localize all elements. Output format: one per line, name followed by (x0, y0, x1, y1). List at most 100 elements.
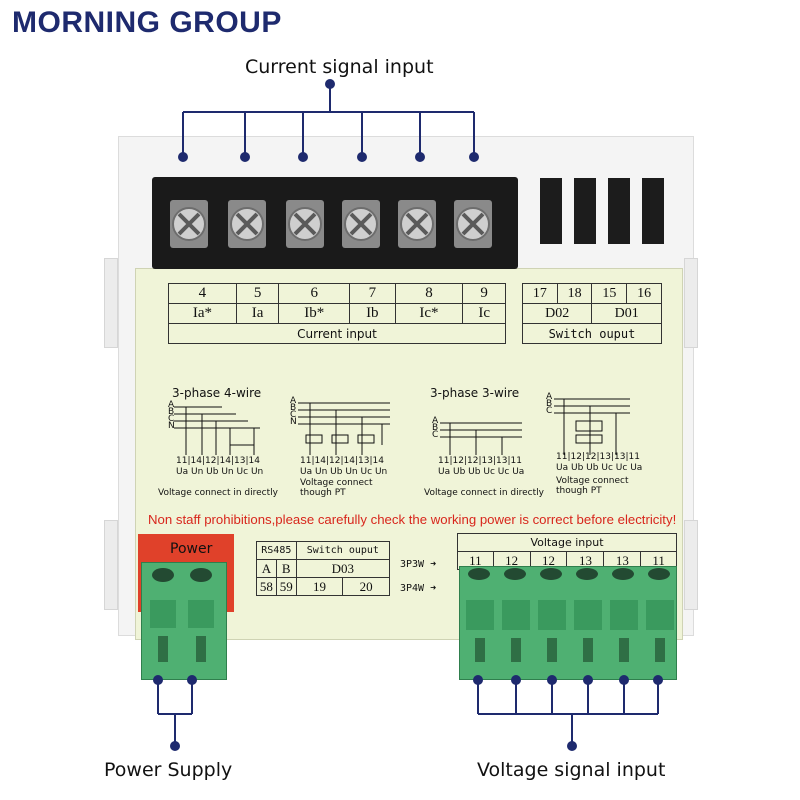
terminal-number: 16 (626, 283, 662, 304)
vent-slot (574, 178, 596, 244)
terminal-hole (540, 568, 562, 580)
terminal-number: 14 (190, 456, 202, 466)
terminal-number: 9 (462, 283, 506, 304)
diagram-phases: Ua Un Ub Un Uc Un (300, 467, 387, 477)
terminal-number: 13 (614, 452, 626, 462)
terminal-screw-icon (170, 200, 208, 248)
terminal-number: 12 (329, 456, 341, 466)
housing-clip-right-bottom (684, 520, 698, 610)
line-label: C (290, 410, 297, 420)
terminal-slot (646, 600, 674, 630)
phase-label: Uc (360, 467, 373, 477)
terminal-slot (466, 600, 494, 630)
terminal-number: 11 (628, 452, 640, 462)
terminal-screw (511, 638, 521, 662)
terminal-screw (196, 636, 206, 662)
phase-label: Un (345, 467, 358, 477)
housing-clip-left-top (104, 258, 118, 348)
terminal-screw (583, 638, 593, 662)
terminal-screw-icon (286, 200, 324, 248)
diagram-phases: Ua Ub Ub Uc Uc Ua (556, 463, 642, 473)
phase-label: Ub (452, 467, 466, 477)
terminal-label: Ia (235, 303, 280, 324)
diagram-phases: Ua Un Ub Un Uc Un (176, 467, 263, 477)
line-label: N (168, 421, 175, 431)
terminal-number: 13 (234, 456, 246, 466)
terminal-number: 8 (394, 283, 464, 304)
terminal-hole (612, 568, 634, 580)
terminal-number: 59 (275, 577, 297, 596)
terminal-number: 13 (358, 456, 370, 466)
phase-label: Uc (497, 467, 510, 477)
terminal-number: 13 (603, 551, 642, 570)
terminal-number: 4 (168, 283, 237, 304)
terminal-number: 14 (248, 456, 260, 466)
phase-label: Uc (601, 463, 613, 473)
line-label: B (432, 423, 439, 433)
line-label: C (168, 414, 175, 424)
diagram-terminals: 11|14|12|14|13|14 (300, 456, 384, 466)
terminal-number: 18 (556, 283, 593, 304)
diagram-terminals: 11|12|12|13|13|11 (438, 456, 522, 466)
phase-label: Ua (512, 467, 525, 477)
terminal-label: Ia* (168, 303, 237, 324)
phase-label: Un (250, 467, 264, 477)
brand-logo: MORNING GROUP (12, 6, 282, 39)
wiring-label-3p3w: 3P3W ➜ (400, 559, 436, 570)
line-label: A (168, 400, 175, 410)
terminal-number: 15 (591, 283, 628, 304)
terminal-screw-icon (398, 200, 436, 248)
phase-label: Ua (556, 463, 569, 473)
terminal-slot (150, 600, 176, 628)
diagram-title-4wire: 3-phase 4-wire (172, 386, 262, 400)
terminal-number: 7 (349, 283, 396, 304)
phase-label: Uc (236, 467, 249, 477)
phase-label: Ua (176, 467, 189, 477)
table-caption: Voltage input (457, 533, 677, 552)
line-label: B (168, 407, 175, 417)
terminal-number: 14 (314, 456, 326, 466)
power-supply-callout: Power Supply (104, 759, 233, 781)
terminal-number: 11 (438, 456, 450, 466)
terminal-number: 17 (522, 283, 558, 304)
terminal-label: Ic (462, 303, 506, 324)
line-label: A (546, 392, 553, 402)
phase-label: Un (221, 467, 234, 477)
terminal-number: 11 (556, 452, 568, 462)
table-header: Switch ouput (295, 541, 391, 560)
terminal-number: 12 (467, 456, 479, 466)
terminal-number: 6 (278, 283, 351, 304)
terminal-number: 19 (295, 577, 344, 596)
terminal-screw (655, 638, 665, 662)
diagram-caption: Voltage connect in directly (158, 488, 278, 498)
terminal-number: 12 (570, 452, 582, 462)
terminal-screw (547, 638, 557, 662)
terminal-hole (648, 568, 670, 580)
line-label: A (432, 416, 439, 426)
terminal-slot (610, 600, 638, 630)
phase-label: Ua (630, 463, 643, 473)
terminal-label: Ic* (394, 303, 464, 324)
wiring-diagram (174, 398, 630, 455)
terminal-label: A (256, 559, 277, 578)
phase-label: Ub (468, 467, 481, 477)
voltage-input-table: Voltage input 11 12 12 13 13 11 (457, 533, 677, 570)
terminal-screw (619, 638, 629, 662)
terminal-number: 12 (585, 452, 597, 462)
line-label: B (290, 403, 297, 413)
phase-label: Ua (438, 467, 451, 477)
diagram-caption: Voltage connect in directly (424, 488, 544, 498)
diagram-terminals: 11|14|12|14|13|14 (176, 456, 260, 466)
wiring-label: 3P4W (400, 583, 425, 594)
current-signal-callout: Current signal input (245, 56, 434, 78)
phase-label: Uc (483, 467, 495, 477)
vent-slot (540, 178, 562, 244)
terminal-number: 58 (256, 577, 277, 596)
terminal-label: B (275, 559, 297, 578)
terminal-hole (468, 568, 490, 580)
switch-output-table: 17 18 15 16 D02 D01 Switch ouput (521, 283, 662, 344)
switch-group-label: D02 (521, 303, 593, 324)
rs485-table: RS485 Switch ouput A B D03 58 59 19 20 (256, 541, 391, 596)
terminal-number: 11 (176, 456, 188, 466)
